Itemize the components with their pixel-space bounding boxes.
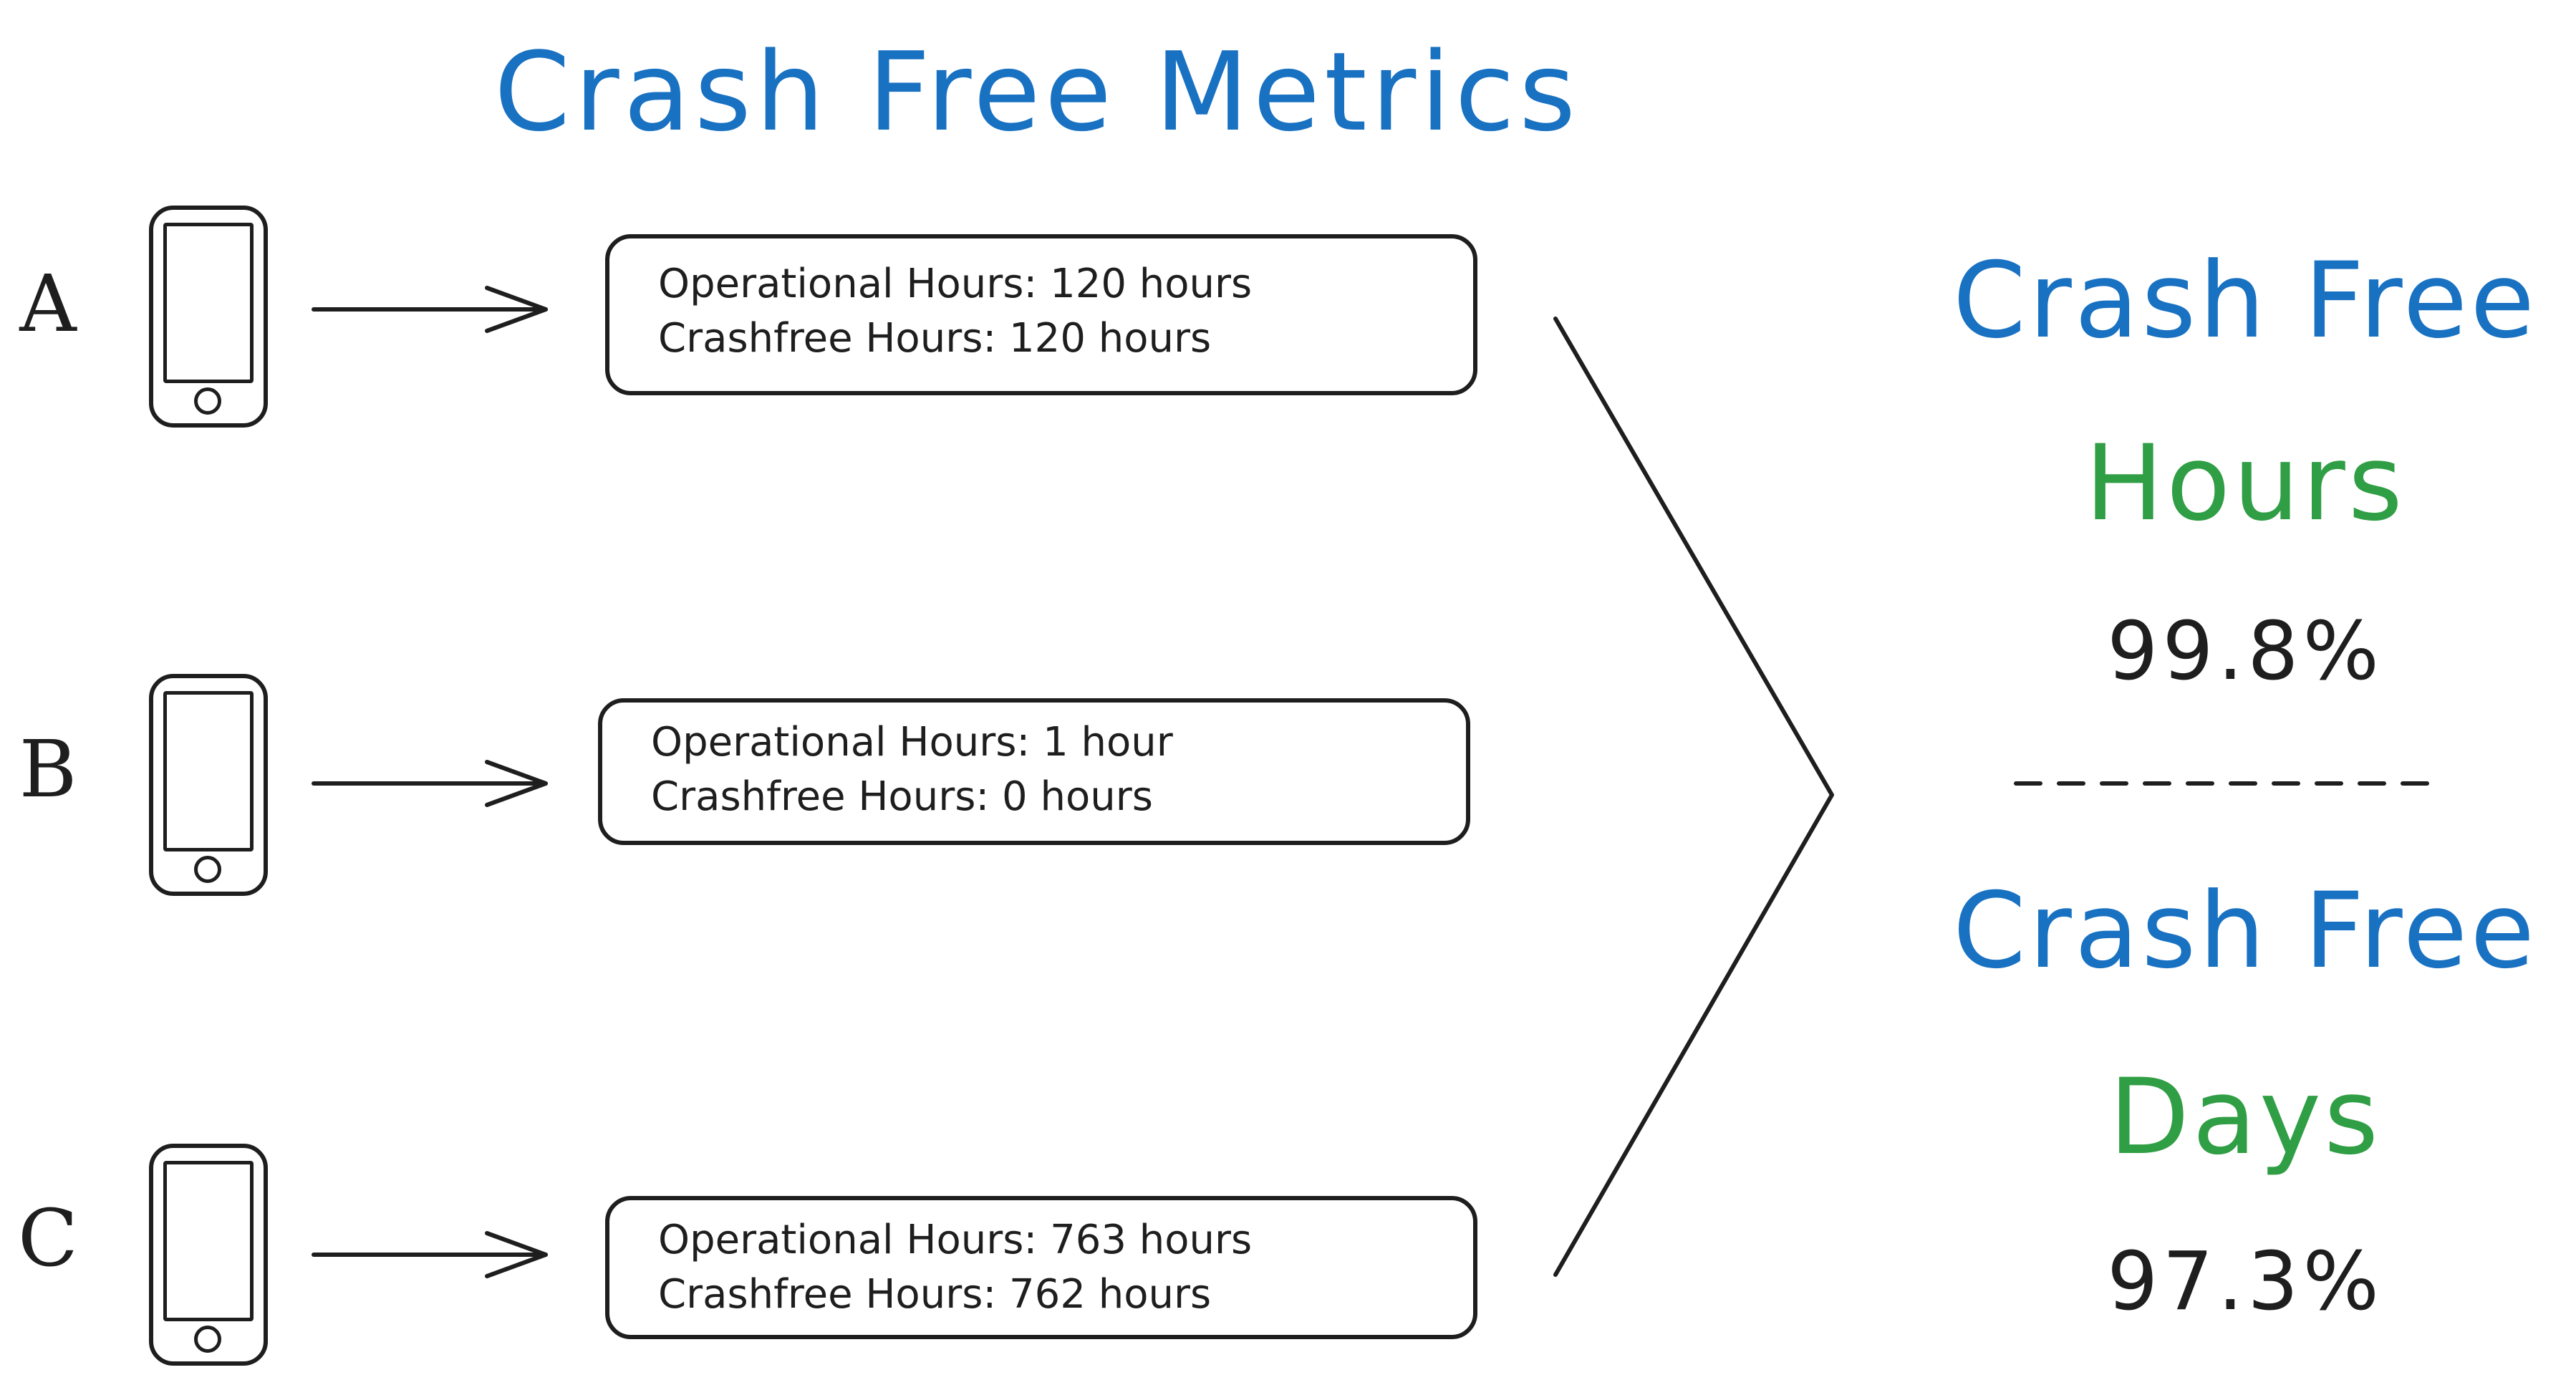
device-a-stats-box: Operational Hours: 120 hours Crashfree H… bbox=[605, 234, 1477, 395]
converging-lines bbox=[1553, 317, 1834, 1277]
arrow-c bbox=[312, 1231, 548, 1278]
crashfree-hours-text: Crashfree Hours: 120 hours bbox=[658, 315, 1212, 362]
crash-free-hours-heading: Crash Free bbox=[1952, 240, 2538, 362]
device-b-stats-box: Operational Hours: 1 hour Crashfree Hour… bbox=[598, 698, 1470, 845]
arrow-a bbox=[312, 286, 548, 333]
device-c-stats-box: Operational Hours: 763 hours Crashfree H… bbox=[605, 1196, 1477, 1339]
device-label-b: B bbox=[19, 723, 77, 815]
days-unit-label: Days bbox=[2108, 1056, 2382, 1178]
diagram-title: Crash Free Metrics bbox=[494, 29, 1581, 155]
arrow-b bbox=[312, 760, 548, 807]
phone-icon bbox=[149, 1144, 268, 1366]
device-label-c: C bbox=[17, 1192, 79, 1284]
crash-free-days-heading: Crash Free bbox=[1952, 870, 2538, 992]
device-label-a: A bbox=[19, 258, 77, 349]
hours-unit-label: Hours bbox=[2085, 423, 2406, 544]
crash-free-days-value: 97.3% bbox=[2107, 1235, 2383, 1328]
phone-icon bbox=[149, 674, 268, 896]
operational-hours-text: Operational Hours: 1 hour bbox=[651, 719, 1173, 766]
operational-hours-text: Operational Hours: 763 hours bbox=[658, 1217, 1253, 1263]
phone-icon bbox=[149, 206, 268, 428]
crashfree-hours-text: Crashfree Hours: 762 hours bbox=[658, 1271, 1212, 1318]
operational-hours-text: Operational Hours: 120 hours bbox=[658, 261, 1253, 307]
crashfree-hours-text: Crashfree Hours: 0 hours bbox=[651, 773, 1153, 820]
crash-free-hours-value: 99.8% bbox=[2107, 605, 2383, 698]
